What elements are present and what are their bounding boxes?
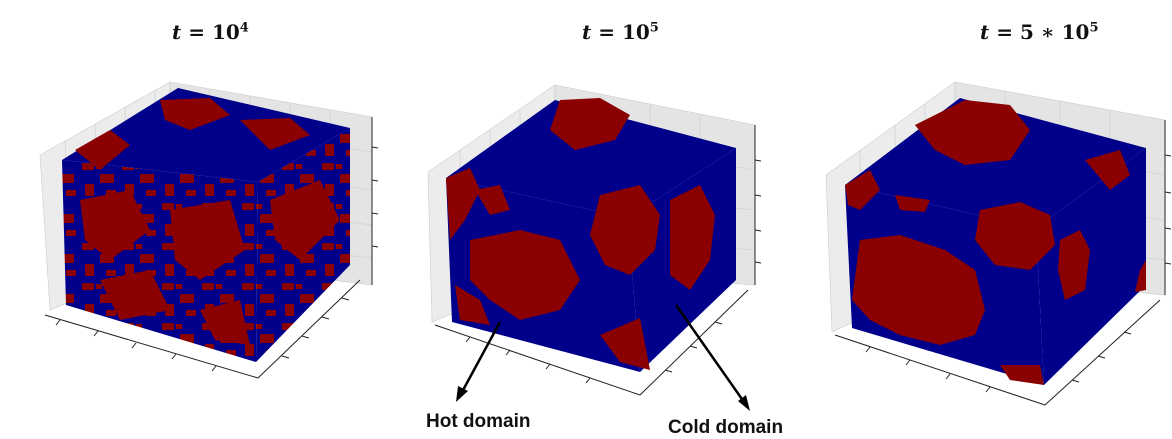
- cube-panel-1: [39, 81, 379, 379]
- panel-title-1: t = 104: [172, 20, 249, 44]
- cold-domain-label: Cold domain: [668, 417, 784, 438]
- title-var: t: [582, 20, 592, 44]
- hot-patches: [845, 100, 1146, 385]
- title-exp: 5: [649, 20, 659, 36]
- title-var: t: [172, 20, 182, 44]
- panel-title-3: t = 5 ∗ 105: [980, 20, 1098, 44]
- axis-lines: [434, 125, 756, 396]
- title-var: t: [980, 20, 990, 44]
- cube-panel-3: [825, 81, 1172, 406]
- panel-title-2: t = 105: [582, 20, 659, 44]
- axis-lines: [834, 120, 1166, 406]
- axis-ticks: [865, 154, 1172, 393]
- cold-domain-arrow: [674, 304, 750, 411]
- axis-lines: [44, 117, 373, 379]
- title-eq: = 10: [598, 20, 650, 44]
- hot-domain-arrow: [456, 321, 502, 402]
- cube-side-face: [1036, 148, 1146, 385]
- hot-patches: [446, 98, 715, 370]
- title-exp: 4: [239, 20, 249, 36]
- cube-top-face: [446, 100, 736, 218]
- hot-domain-label: Hot domain: [426, 411, 531, 432]
- hot-patches: [75, 98, 340, 345]
- title-eq: = 5 ∗ 10: [996, 20, 1090, 44]
- title-eq: = 10: [188, 20, 240, 44]
- cube-top-face: [62, 88, 350, 182]
- cube-panel-2: [427, 84, 762, 411]
- axis-ticks: [465, 159, 762, 384]
- title-exp: 5: [1089, 20, 1099, 36]
- axis-ticks: [55, 146, 379, 372]
